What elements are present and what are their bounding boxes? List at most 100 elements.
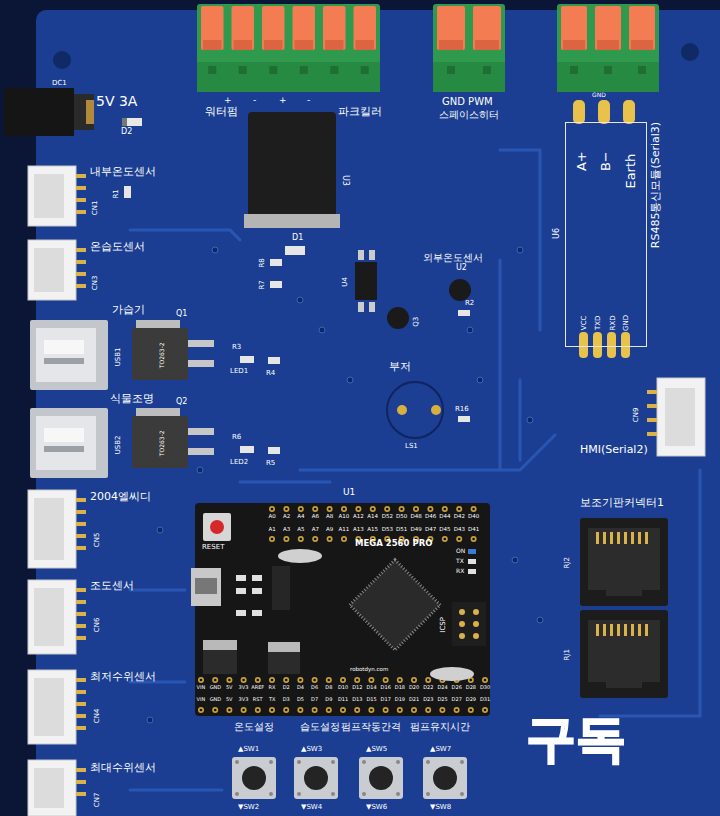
header-hole-center [271, 709, 274, 712]
jst-pin [76, 248, 86, 252]
reference-designator: R1 [112, 189, 120, 198]
header-hole-center [257, 679, 260, 682]
smd-component [236, 588, 246, 594]
header-hole-center [200, 679, 203, 682]
buzzer-pad [397, 405, 407, 415]
switch-corner [396, 792, 400, 796]
smd-component [252, 610, 262, 616]
pin-label: D8 [325, 685, 332, 691]
mosfet-lead [188, 428, 214, 435]
silkscreen-label: GND [592, 92, 606, 99]
dc-jack-front [74, 94, 94, 130]
jst-pin [76, 702, 86, 706]
reference-designator: LS1 [405, 443, 418, 451]
pcb-trace [130, 589, 185, 592]
silkscreen-label: ▲SW3 [301, 746, 322, 754]
header-hole-center [413, 679, 416, 682]
pin-label: D16 [381, 685, 391, 691]
module-title: RS485통신모듈(Serial3) [650, 122, 662, 248]
smd-component [236, 575, 246, 581]
jst-pin [76, 588, 86, 592]
reference-designator: CN6 [94, 618, 102, 633]
header-hole-center [328, 679, 331, 682]
terminal-lever-front [234, 40, 253, 50]
header-hole [241, 677, 247, 683]
pcb-trace [500, 150, 540, 330]
header-pin [621, 332, 630, 358]
icsp-pin [473, 621, 479, 627]
mosfet-body [132, 328, 188, 380]
silkscreen-label: 펌프작동간격 [341, 721, 401, 732]
silkscreen-label: + [224, 96, 232, 106]
reference-designator: U2 [456, 264, 467, 273]
header-hole-center [313, 679, 316, 682]
reference-designator: R7 [258, 280, 266, 289]
pin-label: 3V3 [239, 697, 249, 703]
header-hole [297, 707, 303, 713]
usb-slot [44, 446, 84, 452]
terminal-lever [354, 6, 377, 50]
silkscreen-label: HMI(Serial2) [580, 444, 648, 456]
jst-connector [28, 580, 76, 654]
dc-jack [4, 88, 74, 136]
temperature-sensor [449, 279, 471, 301]
header-hole [439, 707, 445, 713]
via [467, 327, 473, 333]
pin-label: A12 [353, 513, 364, 519]
header-hole-center [444, 508, 447, 511]
rj45-contact [610, 624, 613, 636]
pin-label: D28 [466, 685, 476, 691]
pin-label: D52 [382, 513, 393, 519]
header-hole-center [384, 709, 387, 712]
jst-pin [76, 678, 86, 682]
header-hole [283, 536, 289, 542]
header-hole-center [299, 679, 302, 682]
reference-designator: CN5 [94, 533, 102, 548]
jst-pin [76, 726, 86, 730]
header-hole [425, 677, 431, 683]
silkscreen-label: ▼SW8 [430, 804, 451, 812]
rj45-contact [617, 624, 620, 636]
header-hole [327, 536, 333, 542]
header-hole [442, 536, 448, 542]
silkscreen-label: 보조기판커넥터1 [580, 497, 664, 509]
smd-component [252, 588, 262, 594]
pin-label: GND [210, 697, 221, 703]
microcontroller-chip [350, 560, 441, 651]
header-hole [198, 677, 204, 683]
switch-corner [396, 760, 400, 764]
reference-designator: CN7 [94, 793, 102, 808]
pin-label: D17 [381, 697, 391, 703]
rj45-contact [596, 532, 599, 544]
jst-pin [647, 390, 657, 394]
terminal-lever-front [439, 40, 463, 50]
pin-label: GND [210, 685, 221, 691]
header-hole-center [314, 538, 317, 541]
pcb-trace [300, 435, 555, 470]
terminal-lever-front [264, 40, 283, 50]
header-hole-center [372, 508, 375, 511]
reference-designator: R4 [266, 370, 275, 378]
jst-pin [76, 210, 86, 214]
pin-label: D23 [423, 697, 433, 703]
jst-pin [76, 624, 86, 628]
header-hole-center [427, 709, 430, 712]
silkscreen-label: ▲SW1 [238, 746, 259, 754]
pin-label: D49 [411, 526, 422, 532]
smd-component [240, 446, 254, 453]
header-hole-center [470, 679, 473, 682]
pin-label: A15 [367, 526, 378, 532]
via [147, 717, 153, 723]
smd-component [270, 259, 282, 266]
reference-designator: R3 [232, 344, 241, 352]
header-hole [482, 677, 488, 683]
header-hole [340, 707, 346, 713]
jst-housing-slot [34, 768, 64, 808]
pin-label: D18 [395, 685, 405, 691]
terminal-lever [323, 6, 346, 50]
pcb-trace [519, 380, 522, 460]
terminal-hole [208, 66, 216, 74]
header-hole [468, 707, 474, 713]
terminal-hole [239, 66, 247, 74]
header-hole-center [441, 709, 444, 712]
